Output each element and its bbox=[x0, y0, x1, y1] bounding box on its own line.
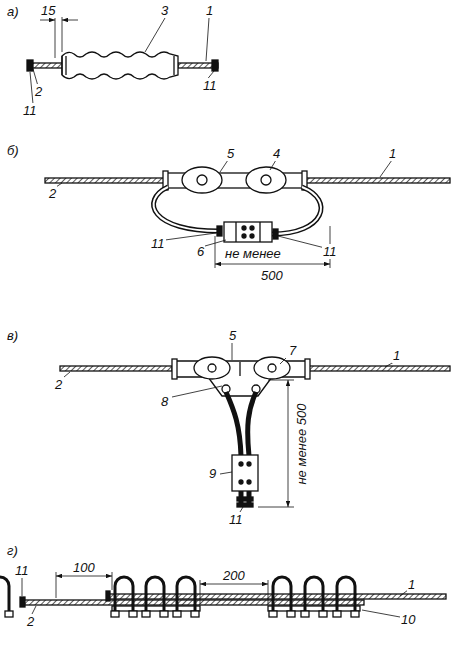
callout-label: 2 bbox=[54, 377, 63, 392]
sleeve-splice bbox=[27, 17, 218, 104]
callout-label: 5 bbox=[228, 328, 237, 343]
callout-label: 500 bbox=[260, 268, 284, 283]
callout-label: 1 bbox=[388, 146, 397, 161]
callout-label: б) bbox=[6, 143, 20, 158]
callout-label: 1 bbox=[392, 348, 401, 363]
callout-label: 11 bbox=[322, 244, 338, 259]
clamp-loop-splice bbox=[45, 160, 450, 268]
callout-label: 11 bbox=[202, 78, 218, 93]
callout-label: 10 bbox=[400, 612, 416, 627]
branch-splice bbox=[60, 342, 450, 512]
callout-label: 11 bbox=[150, 236, 166, 251]
callout-label: а) bbox=[6, 4, 20, 19]
callout-label: 2 bbox=[26, 614, 35, 629]
callout-label: 200 bbox=[222, 568, 246, 583]
callout-label: 6 bbox=[196, 244, 205, 259]
callout-label: 1 bbox=[407, 577, 416, 592]
callout-label: 7 bbox=[288, 343, 297, 358]
callout-label: г) bbox=[6, 543, 19, 558]
callout-label: 2 bbox=[48, 186, 57, 201]
callout-label: 4 bbox=[272, 146, 281, 161]
callout-label: 11 bbox=[22, 103, 38, 118]
callout-label: не менее bbox=[224, 246, 282, 261]
callout-label: не менее 500 bbox=[294, 402, 309, 485]
callout-label: 2 bbox=[34, 84, 43, 99]
callout-label: 8 bbox=[160, 394, 169, 409]
callout-label: 11 bbox=[228, 512, 244, 527]
callout-label: 15 bbox=[40, 3, 56, 18]
callout-label: в) bbox=[6, 328, 19, 343]
callout-label: 1 bbox=[205, 3, 214, 18]
callout-label: 11 bbox=[14, 563, 30, 578]
callout-label: 3 bbox=[160, 3, 169, 18]
callout-label: 9 bbox=[208, 466, 217, 481]
callout-label: 5 bbox=[226, 146, 235, 161]
callout-label: 100 bbox=[72, 560, 96, 575]
